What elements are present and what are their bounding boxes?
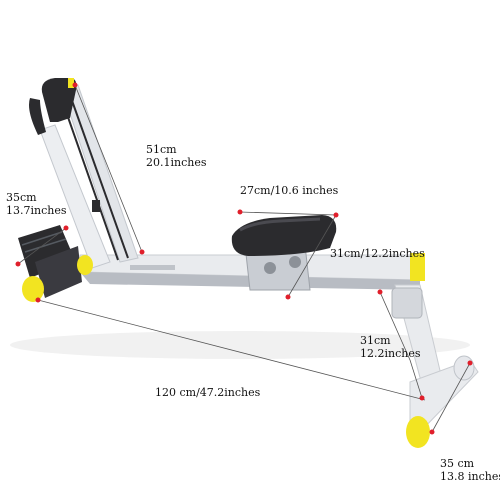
- rear-width-in: 13.8 inches: [440, 470, 500, 483]
- handle-height-in: 20.1inches: [146, 156, 207, 169]
- footrest-ridge: [21, 231, 63, 246]
- pull-cable: [69, 94, 129, 259]
- front-mast: [39, 124, 111, 269]
- seat-cushion: [231, 215, 337, 256]
- handle-grip-loop: [29, 98, 46, 135]
- rear-height-cm: 31cm: [360, 334, 391, 347]
- pull-handle: [41, 78, 77, 122]
- footrest-width-cm: 35cm: [6, 191, 37, 204]
- rear-height-label: 31cm 12.2inches: [360, 334, 421, 360]
- handle-grip-yellow: [68, 78, 74, 88]
- footrest-pad: [35, 246, 82, 298]
- dimension-lines: [17, 84, 471, 433]
- total-length-label: 120 cm/47.2inches: [155, 386, 261, 399]
- rear-foot-cap-yellow: [406, 416, 430, 448]
- dimension-markers: [15, 82, 473, 435]
- rear-hinge: [391, 287, 423, 319]
- rear-height-in: 12.2inches: [360, 347, 421, 360]
- seat-top-highlight: [239, 217, 321, 232]
- footrest-width-label: 35cm 13.7inches: [6, 191, 67, 217]
- handle-height-cm: 51cm: [146, 143, 177, 156]
- handle-height-label: 51cm 20.1inches: [146, 143, 207, 169]
- rear-width-cm: 35 cm: [440, 457, 475, 470]
- ground-shadow: [10, 331, 470, 359]
- rail-label-plate: [130, 265, 175, 270]
- footrest-width-in: 13.7inches: [6, 204, 67, 217]
- front-foot-cap: [77, 255, 93, 275]
- front-foot-cap-yellow: [22, 276, 44, 302]
- seat-wheel: [264, 262, 276, 274]
- rear-width-label: 35 cm 13.8 inches: [440, 457, 500, 483]
- cable-clip: [92, 200, 100, 212]
- rear-foot-cap-top: [453, 355, 475, 381]
- footrest-ridge: [24, 238, 67, 253]
- pull-cable: [61, 99, 119, 261]
- seat-wheel: [289, 256, 301, 268]
- seat-width-label: 31cm/12.2inches: [330, 247, 425, 260]
- rail-end-cap: [410, 253, 425, 281]
- seat-length-label: 27cm/10.6 inches: [240, 184, 339, 197]
